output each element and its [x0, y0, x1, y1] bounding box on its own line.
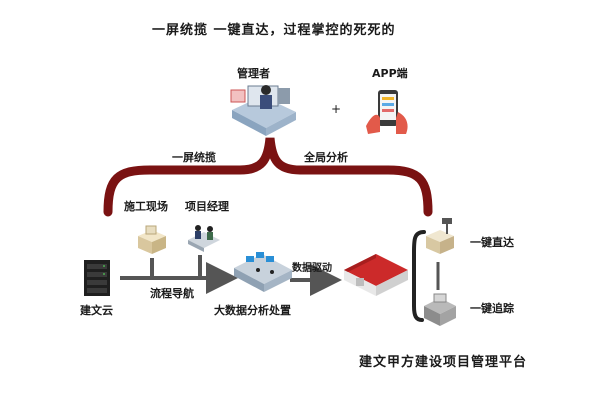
robot-machine-icon: [424, 293, 456, 326]
trace-label: 一键追踪: [470, 302, 514, 315]
warehouse-icon: [344, 254, 408, 296]
platform-title: 建文甲方建设项目管理平台: [359, 355, 528, 370]
left-bracket-label: 一屏统揽: [172, 151, 216, 164]
boxes-scale-icon: [426, 218, 454, 254]
curly-bracket: [103, 137, 433, 217]
right-vertical-bracket: [412, 230, 426, 322]
bigdata-label: 大数据分析处置: [214, 304, 291, 317]
workers-desk-icon: [188, 225, 220, 252]
diagram-title: 一屏统揽 一键直达，过程掌控的死死的: [152, 23, 396, 38]
pm-label: 项目经理: [185, 200, 229, 213]
direct-label: 一键直达: [470, 236, 514, 249]
right-bracket-label: 全局分析: [304, 151, 348, 164]
cloud-label: 建文云: [80, 304, 113, 317]
data-driven-label: 数据驱动: [292, 263, 332, 274]
site-label: 施工现场: [124, 200, 168, 213]
boxes-icon: [138, 225, 166, 254]
control-room-icon: [234, 252, 292, 292]
plus-sign: +: [331, 102, 342, 116]
smartphone-icon: [366, 90, 408, 134]
app-label: APP端: [372, 67, 408, 80]
server-rack-icon: [84, 260, 110, 296]
manager-label: 管理者: [237, 67, 270, 80]
flow-label: 流程导航: [150, 287, 194, 300]
office-worker-icon: [230, 85, 296, 136]
